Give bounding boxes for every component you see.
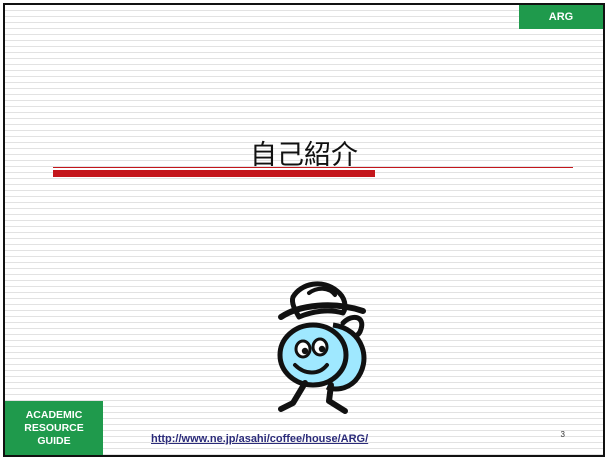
slide-title: 自己紹介 <box>250 140 358 171</box>
arg-url-link[interactable]: http://www.ne.jp/asahi/coffee/house/ARG/ <box>151 433 369 445</box>
academic-resource-guide-badge: ACADEMIC RESOURCE GUIDE <box>5 401 103 455</box>
badge-line-2: RESOURCE <box>24 421 84 434</box>
badge-line-1: ACADEMIC <box>25 408 83 421</box>
slide: ARG 自己紹介 ACADEMIC RESOURCE GUIDE http://… <box>3 3 605 457</box>
title-rule-thick <box>53 170 375 177</box>
page-number: 3 <box>560 430 565 439</box>
badge-line-3: GUIDE <box>37 434 71 447</box>
title-rule-thin <box>53 167 573 168</box>
corner-tag: ARG <box>519 5 603 29</box>
cartoon-mascot-icon <box>277 281 367 414</box>
